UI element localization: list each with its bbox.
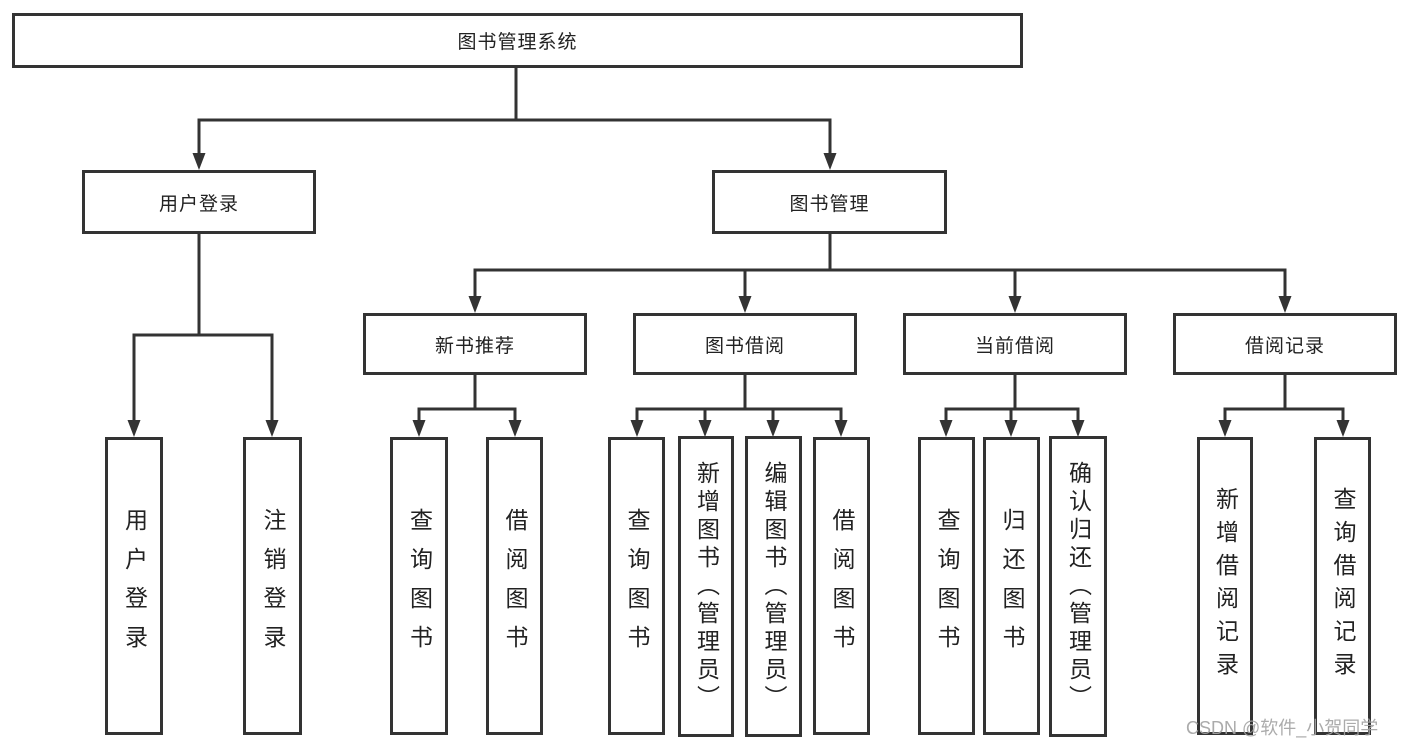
node-user-login-label: 用户登录 [158, 193, 239, 215]
node-book-management: 图书管理 [712, 170, 947, 234]
node-new-book-recommendation: 新书推荐 [363, 313, 587, 375]
leaf-borrow-books-recommend: 借阅图书 [486, 437, 543, 735]
node-root: 图书管理系统 [12, 13, 1023, 68]
leaf-logout-label: 注销登录 [260, 508, 286, 664]
leaf-logout: 注销登录 [243, 437, 302, 735]
node-book-management-label: 图书管理 [789, 193, 870, 215]
node-user-login: 用户登录 [82, 170, 316, 234]
leaf-confirm-return-admin: 确认归还（管理员） [1049, 436, 1107, 737]
leaf-confirm-return-admin-label: 确认归还（管理员） [1065, 460, 1092, 713]
watermark: CSDN @软件_小贺同学 [1186, 718, 1379, 738]
node-current-borrowing: 当前借阅 [903, 313, 1127, 375]
node-borrowing-records-label: 借阅记录 [1244, 335, 1325, 357]
node-new-book-recommendation-label: 新书推荐 [434, 335, 515, 357]
leaf-edit-books-admin-label: 编辑图书（管理员） [761, 460, 787, 713]
leaf-user-login-label: 用户登录 [121, 508, 148, 664]
leaf-add-books-admin-label: 新增图书（管理员） [693, 460, 720, 713]
leaf-borrow-books: 借阅图书 [813, 437, 870, 735]
leaf-borrow-books-label: 借阅图书 [829, 508, 855, 664]
leaf-add-borrow-record: 新增借阅记录 [1197, 437, 1253, 735]
node-book-borrowing-label: 图书借阅 [704, 335, 785, 357]
leaf-user-login: 用户登录 [105, 437, 163, 735]
node-borrowing-records: 借阅记录 [1173, 313, 1397, 375]
leaf-borrow-books-recommend-label: 借阅图书 [502, 508, 528, 664]
leaf-query-books-recommend-label: 查询图书 [406, 508, 433, 664]
leaf-query-borrow-record-label: 查询借阅记录 [1330, 487, 1356, 685]
arrowheads [127, 153, 1350, 437]
leaf-edit-books-admin: 编辑图书（管理员） [745, 436, 802, 737]
node-book-borrowing: 图书借阅 [633, 313, 857, 375]
leaf-add-borrow-record-label: 新增借阅记录 [1212, 487, 1239, 685]
leaf-return-books-label: 归还图书 [999, 508, 1025, 664]
leaf-add-books-admin: 新增图书（管理员） [678, 436, 734, 737]
leaf-return-books: 归还图书 [983, 437, 1040, 735]
leaf-query-books-recommend: 查询图书 [390, 437, 448, 735]
leaf-query-borrow-record: 查询借阅记录 [1314, 437, 1371, 735]
leaf-query-books-current: 查询图书 [918, 437, 975, 735]
leaf-query-books-borrow-label: 查询图书 [624, 508, 650, 664]
node-root-label: 图书管理系统 [457, 32, 578, 53]
leaf-query-books-borrow: 查询图书 [608, 437, 665, 735]
leaf-query-books-current-label: 查询图书 [934, 508, 960, 664]
node-current-borrowing-label: 当前借阅 [974, 335, 1055, 357]
